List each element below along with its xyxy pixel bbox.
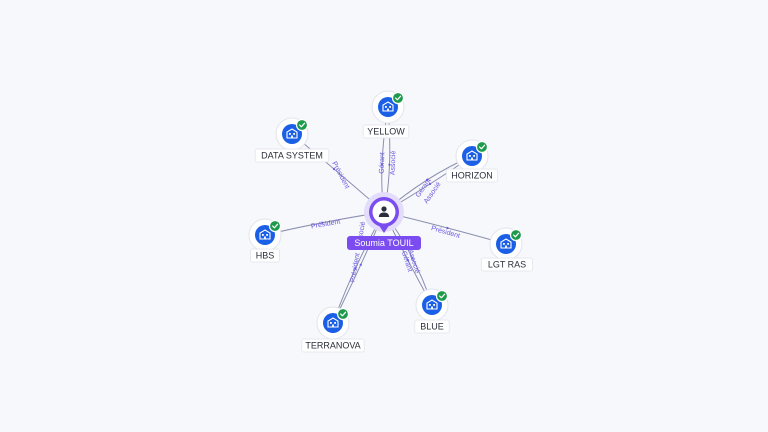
edge-arrow-yellow-1	[388, 163, 391, 166]
node-label-blue: BLUE	[420, 322, 444, 332]
node-label-data-system: DATA SYSTEM	[261, 151, 323, 161]
company-node-horizon[interactable]: HORIZON	[445, 139, 498, 183]
company-node-lgt-ras[interactable]: LGT RAS	[480, 227, 533, 272]
building-icon	[286, 128, 298, 139]
edge-arrow-terranova-0	[354, 267, 357, 270]
node-label-lgt-ras: LGT RAS	[488, 260, 526, 270]
center-label: Soumia TOUIL	[354, 238, 413, 248]
node-label-box	[445, 168, 498, 183]
company-node-blue[interactable]: BLUE	[414, 288, 450, 334]
edge-arrow-horizon-1	[428, 182, 432, 186]
center-pin-tail	[378, 224, 390, 233]
user-icon	[378, 206, 390, 217]
verified-check-icon	[509, 228, 523, 242]
verified-check-icon	[268, 219, 282, 233]
node-label-horizon: HORIZON	[451, 171, 493, 181]
node-disc	[422, 295, 442, 315]
company-node-hbs[interactable]: HBS	[248, 218, 282, 263]
node-label-yellow: YELLOW	[367, 127, 405, 137]
edge-arrow-blue-0	[406, 259, 410, 262]
nodes-layer: YELLOW DATA SYSTEM HORIZON HBS LGT RAS TERRAN…	[248, 90, 533, 353]
node-disc	[282, 124, 302, 144]
edge-arrow-blue-1	[411, 257, 414, 260]
node-label-terranova: TERRANOVA	[305, 341, 360, 351]
node-label-box	[254, 148, 330, 163]
building-icon	[382, 101, 394, 112]
building-icon	[426, 299, 438, 310]
node-label-hbs: HBS	[256, 251, 275, 261]
node-disc	[462, 146, 482, 166]
verified-check-icon	[475, 140, 489, 154]
building-icon	[466, 150, 478, 161]
company-node-yellow[interactable]: YELLOW	[362, 90, 410, 139]
edge-label-hbs-0: Président	[311, 218, 341, 230]
verified-check-icon	[295, 118, 309, 132]
building-icon	[327, 317, 339, 328]
node-disc	[255, 225, 275, 245]
node-label-box	[362, 124, 410, 139]
node-label-box	[301, 338, 365, 353]
edge-label-data-system-0: Président	[330, 161, 350, 190]
edge-arrow-hbs-0	[321, 221, 324, 224]
building-icon	[500, 238, 512, 249]
center-node[interactable]: Soumia TOUIL	[347, 192, 421, 250]
edge-arrow-data-system-0	[332, 167, 336, 171]
building-icon	[259, 229, 271, 240]
center-disc	[372, 200, 396, 224]
edge-label-terranova-1: Associé	[356, 221, 367, 246]
edge-label-yellow-0: Gérant	[379, 152, 387, 174]
node-disc	[323, 313, 343, 333]
company-node-terranova[interactable]: TERRANOVA	[301, 306, 365, 353]
verified-check-icon	[391, 91, 405, 105]
node-disc	[378, 97, 398, 117]
edge-arrow-horizon-0	[425, 178, 429, 182]
edge-arrow-yellow-0	[380, 163, 384, 166]
node-label-box	[414, 319, 450, 334]
edge-label-yellow-1: Associé	[390, 150, 398, 175]
edge-arrow-lgt-ras-0	[446, 226, 449, 230]
node-label-box	[480, 257, 533, 272]
center-label-box	[347, 236, 421, 250]
company-node-data-system[interactable]: DATA SYSTEM	[254, 117, 330, 163]
verified-check-icon	[435, 289, 449, 303]
node-disc	[496, 234, 516, 254]
verified-check-icon	[336, 307, 350, 321]
node-label-box	[250, 248, 280, 263]
edge-arrow-terranova-1	[359, 263, 362, 266]
